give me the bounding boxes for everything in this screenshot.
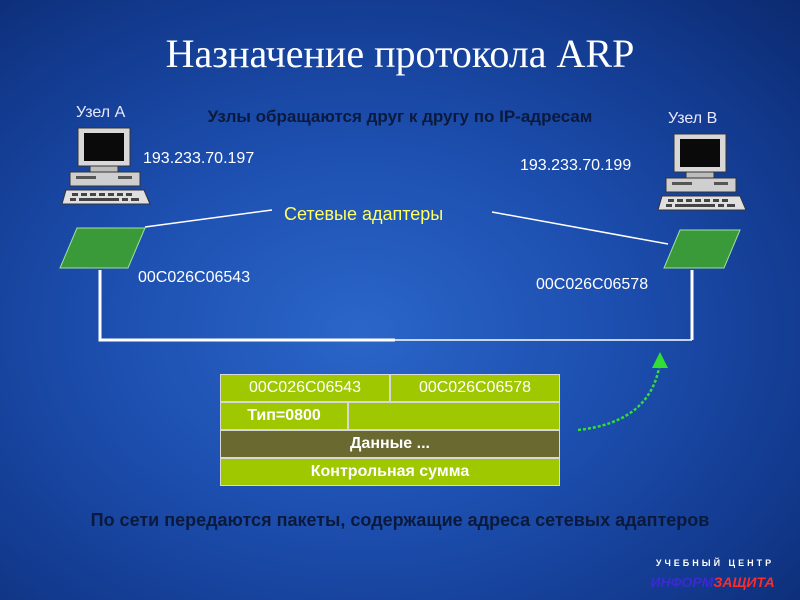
frame-type: Тип=0800 (220, 402, 348, 430)
node-b-label: Узел В (668, 110, 718, 127)
page-title: Назначение протокола ARP (165, 31, 635, 76)
computer-icon (62, 127, 151, 205)
brand-subtitle: УЧЕБНЫЙ ЦЕНТР (655, 558, 775, 568)
brand-logo: ИНФОРМЗАЩИТА (630, 574, 795, 590)
adapters-label: Сетевые адаптеры (284, 204, 444, 224)
brand-part1: ИНФОРМ (650, 574, 714, 590)
frame-src-mac: 00C026C06543 (220, 374, 390, 402)
frame-table: 00C026C06543 00C026C06578 Тип=0800 Данны… (220, 374, 560, 486)
frame-row-type: Тип=0800 (220, 402, 560, 430)
network-cable-a (98, 270, 395, 342)
arrow-head-icon (652, 352, 668, 368)
node-b-mac: 00C026C06578 (536, 276, 649, 293)
frame-row-data: Данные ... (220, 430, 560, 458)
subtitle: Узлы обращаются друг к другу по IP-адрес… (207, 107, 593, 126)
frame-row-addresses: 00C026C06543 00C026C06578 (220, 374, 560, 402)
node-a-ip: 193.233.70.197 (143, 150, 255, 167)
frame-dst-mac: 00C026C06578 (390, 374, 560, 402)
frame-data: Данные ... (220, 430, 560, 458)
network-adapter-b (663, 229, 741, 269)
transmission-arrow (577, 361, 662, 432)
frame-row-checksum: Контрольная сумма (220, 458, 560, 486)
line-adapter-b (491, 211, 669, 245)
node-b-ip: 193.233.70.199 (520, 157, 632, 174)
bottom-caption: По сети передаются пакеты, содержащие ад… (90, 510, 710, 530)
frame-type-empty (348, 402, 560, 430)
node-a-label: Узел А (76, 104, 126, 121)
line-adapter-a (144, 209, 273, 228)
computer-icon (658, 133, 747, 211)
frame-checksum: Контрольная сумма (220, 458, 560, 486)
brand-part2: ЗАЩИТА (713, 574, 775, 590)
node-a-mac: 00C026C06543 (138, 269, 251, 286)
network-adapter-a (59, 227, 146, 269)
